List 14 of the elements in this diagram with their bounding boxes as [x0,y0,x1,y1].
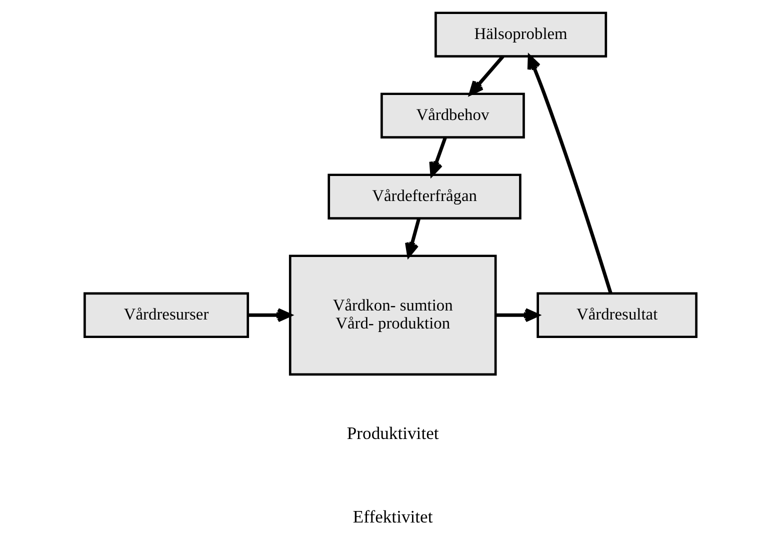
node-box: Vårdresultat [536,292,697,338]
arrow [248,308,292,322]
node-box: Vårdresurser [83,292,249,338]
arrow [468,55,504,96]
arrow [404,218,420,258]
node-box: Vårdefterfrågan [327,174,521,220]
node-box: Vårdbehov [380,92,524,138]
label: Produktivitet [346,423,438,443]
arrow [428,136,446,176]
node-box: Vårdkon- sumtion Vård- produktion [288,254,496,376]
arrow [526,54,612,294]
label: Effektivitet [352,506,432,526]
node-box: Hälsoproblem [434,12,607,58]
arrow [495,308,539,322]
